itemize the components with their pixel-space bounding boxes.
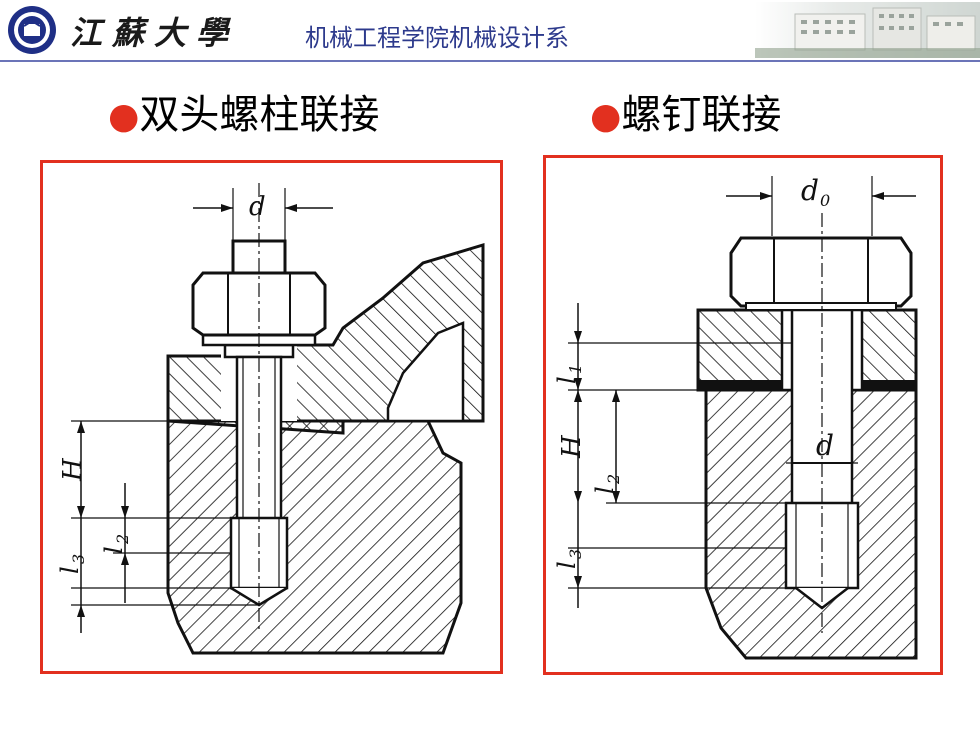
slide-header: 江蘇大學 机械工程学院机械设计系 [0,0,980,62]
dim-label-l2: l [100,546,128,554]
dim-label-l2-sub: 2 [113,534,132,545]
left-title: ●双头螺柱联接 [108,82,379,140]
dim-label-l1-sub: 1 [566,364,585,374]
dim-label-l2-sub: 2 [604,474,623,485]
right-title: ●螺钉联接 [590,82,781,140]
dim-label-d0: d [801,174,819,207]
dim-label-l3-sub: 3 [69,554,88,564]
stud-connection-drawing: d H l 3 l 2 [56,183,485,655]
bullet-dot-icon: ● [590,96,622,137]
dim-label-H: H [557,434,587,459]
dim-label-d: d [816,429,834,462]
dim-label-d0-sub: 0 [820,191,830,210]
dim-label-l3-sub: 3 [566,549,585,559]
dim-label-l2: l [591,486,619,494]
left-title-text: 双头螺柱联接 [139,92,380,138]
dim-label-l3: l [56,566,84,574]
stud-connection-figure: d H l 3 l 2 [40,160,503,674]
right-title-text: 螺钉联接 [621,92,782,138]
dim-label-l3: l [553,561,581,569]
screw-connection-figure: d 0 d l 1 H l 3 l 2 [543,155,943,675]
dim-label-l1: l [553,376,581,384]
dim-label-H: H [58,457,88,482]
screw-connection-drawing: d 0 d l 1 H l 3 l 2 [553,174,918,660]
university-name: 江蘇大學 [70,14,239,52]
dim-label-d: d [249,192,266,222]
university-seal-icon [8,6,56,54]
header-divider [0,60,980,62]
bullet-dot-icon: ● [108,96,140,137]
department-name: 机械工程学院机械设计系 [305,24,569,52]
campus-building-image [755,2,980,58]
